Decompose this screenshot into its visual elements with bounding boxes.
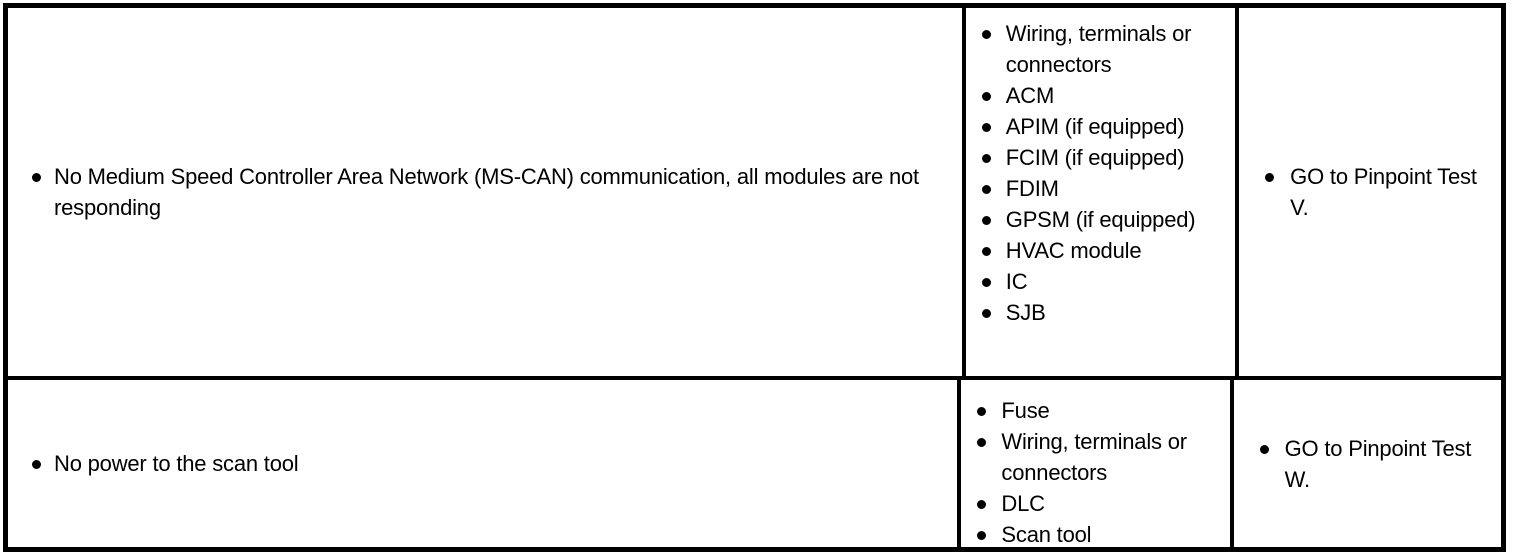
list-item: SJB bbox=[981, 297, 1227, 328]
action-cell: GO to Pinpoint Test V. bbox=[1235, 8, 1501, 376]
condition-cell: No power to the scan tool bbox=[8, 380, 957, 547]
list-item: HVAC module bbox=[981, 235, 1227, 266]
list-item: No power to the scan tool bbox=[32, 448, 943, 479]
table-row: No power to the scan tool Fuse Wiring, t… bbox=[8, 376, 1501, 547]
possible-sources-cell: Fuse Wiring, terminals or connectors DLC… bbox=[957, 380, 1229, 547]
list-item: Wiring, terminals or connectors bbox=[977, 426, 1221, 488]
list-item: Fuse bbox=[977, 395, 1221, 426]
condition-list: No power to the scan tool bbox=[32, 448, 943, 479]
diagnostic-symptom-table: No Medium Speed Controller Area Network … bbox=[3, 3, 1506, 552]
list-item: IC bbox=[981, 266, 1227, 297]
list-item: Scan tool bbox=[977, 519, 1221, 547]
list-item: Wiring, terminals or connectors bbox=[981, 18, 1227, 80]
possible-sources-list: Fuse Wiring, terminals or connectors DLC… bbox=[977, 395, 1221, 547]
possible-sources-cell: Wiring, terminals or connectors ACM APIM… bbox=[961, 8, 1235, 376]
action-cell: GO to Pinpoint Test W. bbox=[1229, 380, 1501, 547]
list-item: GO to Pinpoint Test W. bbox=[1259, 433, 1493, 495]
possible-sources-list: Wiring, terminals or connectors ACM APIM… bbox=[981, 18, 1227, 328]
action-list: GO to Pinpoint Test W. bbox=[1259, 433, 1493, 495]
table-row: No Medium Speed Controller Area Network … bbox=[8, 8, 1501, 376]
condition-list: No Medium Speed Controller Area Network … bbox=[32, 161, 948, 223]
action-list: GO to Pinpoint Test V. bbox=[1265, 161, 1493, 223]
list-item: APIM (if equipped) bbox=[981, 111, 1227, 142]
list-item: No Medium Speed Controller Area Network … bbox=[32, 161, 948, 223]
list-item: FCIM (if equipped) bbox=[981, 142, 1227, 173]
list-item: GO to Pinpoint Test V. bbox=[1265, 161, 1493, 223]
list-item: GPSM (if equipped) bbox=[981, 204, 1227, 235]
list-item: ACM bbox=[981, 80, 1227, 111]
condition-cell: No Medium Speed Controller Area Network … bbox=[8, 8, 962, 376]
list-item: FDIM bbox=[981, 173, 1227, 204]
list-item: DLC bbox=[977, 488, 1221, 519]
